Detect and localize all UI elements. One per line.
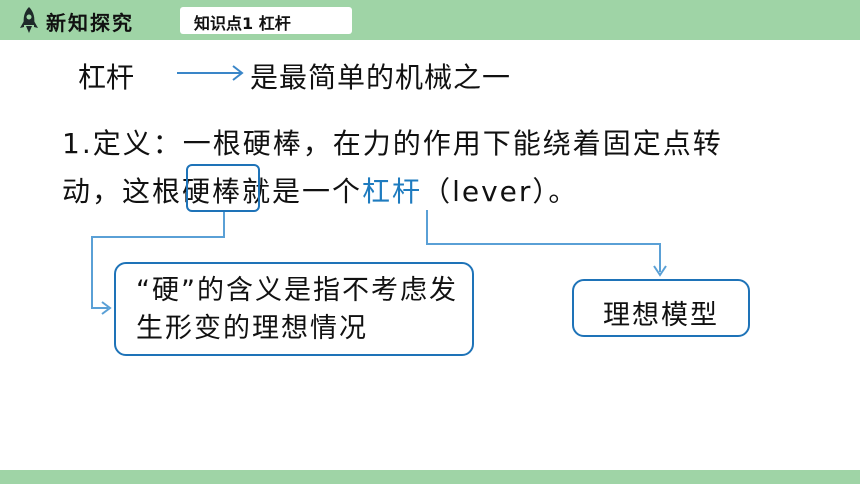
footer-bar — [0, 470, 860, 484]
meaning-callout: “硬”的含义是指不考虑发生形变的理想情况 — [114, 262, 474, 356]
topic-tag-label: 知识点1 杠杆 — [194, 14, 291, 33]
hard-rod-highlight-box — [186, 164, 260, 212]
topic-tag: 知识点1 杠杆 — [180, 7, 352, 34]
definition-line-2: 动，这根硬棒就是一个杠杆（lever）。 — [62, 170, 578, 210]
lever-term: 杠杆 — [78, 61, 135, 94]
definition-line-1: 1.定义：一根硬棒，在力的作用下能绕着固定点转 — [62, 127, 723, 160]
hard-rod-word: 硬棒 — [182, 175, 243, 208]
arrowhead-to-meaning — [101, 301, 112, 315]
definition-text: （lever）。 — [422, 175, 579, 208]
definition-text: 就是一个 — [242, 175, 363, 208]
definition-text: 动，这根 — [62, 175, 183, 208]
section-title: 新知探究 — [46, 11, 134, 35]
lever-description: 是最简单的机械之一 — [250, 61, 512, 94]
meaning-text: “硬”的含义是指不考虑发生形变的理想情况 — [136, 275, 458, 344]
rocket-icon — [20, 7, 38, 33]
ideal-model-text: 理想模型 — [603, 300, 719, 331]
arrowhead-to-model — [653, 265, 667, 277]
lever-term-highlight: 杠杆 — [362, 175, 423, 208]
header-bar: 新知探究 知识点1 杠杆 — [0, 0, 860, 40]
right-arrow-icon — [177, 65, 244, 81]
ideal-model-callout: 理想模型 — [572, 279, 750, 337]
